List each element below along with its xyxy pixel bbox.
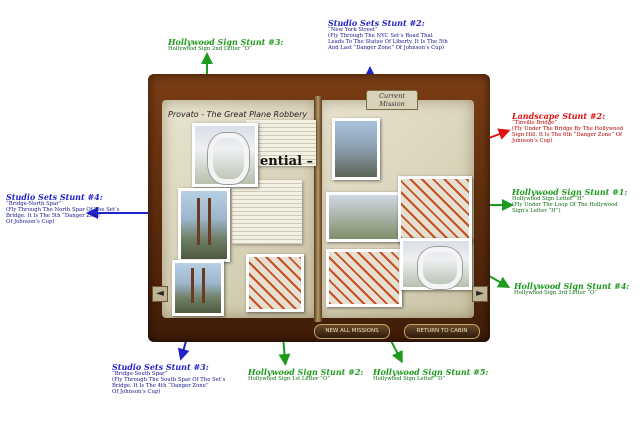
annotation-studio-sets-4: Studio Sets Stunt #4: “Bridge-North Spar…: [6, 192, 120, 225]
annotation-landscape-2: Landscape Stunt #2: “Tinville Bridge” (F…: [512, 111, 624, 144]
photo-sign-letter-h[interactable]: [398, 176, 472, 242]
next-page-button[interactable]: ►: [472, 286, 488, 302]
current-mission-tab[interactable]: Current Mission: [366, 90, 418, 110]
return-to-cabin-button[interactable]: RETURN TO CABIN: [404, 324, 480, 339]
annotation-hollywood-sign-1: Hollywood Sign Stunt #1: Hollywood Sign …: [512, 187, 628, 214]
photo-new-york-street[interactable]: [332, 118, 380, 180]
photo-bridge-north-spar[interactable]: [178, 188, 230, 262]
photo-bridge-south-spar[interactable]: [172, 260, 224, 316]
journal-spine: [314, 96, 322, 322]
photo-sign-letter-o-3rd[interactable]: [400, 238, 472, 290]
annotation-hollywood-sign-5: Hollywood Sign Stunt #5: Hollywood Sign …: [373, 367, 489, 382]
annotation-hollywood-sign-3: Hollywood Sign Stunt #3: Hollywood Sign …: [168, 37, 284, 52]
newspaper-headline: ential –: [260, 154, 314, 169]
photo-sign-letter-d[interactable]: [326, 249, 402, 307]
mission-title: Provato - The Great Plane Robbery: [168, 110, 308, 119]
annotation-studio-sets-2: Studio Sets Stunt #2: “New York Street” …: [328, 18, 448, 51]
stunt-journal: Current Mission Provato - The Great Plan…: [148, 74, 490, 342]
prev-page-button[interactable]: ◄: [152, 286, 168, 302]
newspaper-column: [232, 180, 302, 244]
annotation-hollywood-sign-2: Hollywood Sign Stunt #2: Hollywood Sign …: [248, 367, 364, 382]
annotation-hollywood-sign-4: Hollywood Sign Stunt #4: Hollywood Sign …: [514, 281, 630, 296]
annotation-studio-sets-3: Studio Sets Stunt #3: “Bridge-South Spar…: [112, 362, 226, 395]
photo-sign-letter-o-2nd[interactable]: [192, 123, 258, 187]
photo-tinville-bridge[interactable]: [326, 192, 402, 242]
photo-sign-letter-o-1st[interactable]: [246, 254, 304, 312]
all-missions-button[interactable]: NEW ALL MISSIONS: [314, 324, 390, 339]
annotation-title: Hollywood Sign Stunt #3:: [168, 37, 284, 47]
